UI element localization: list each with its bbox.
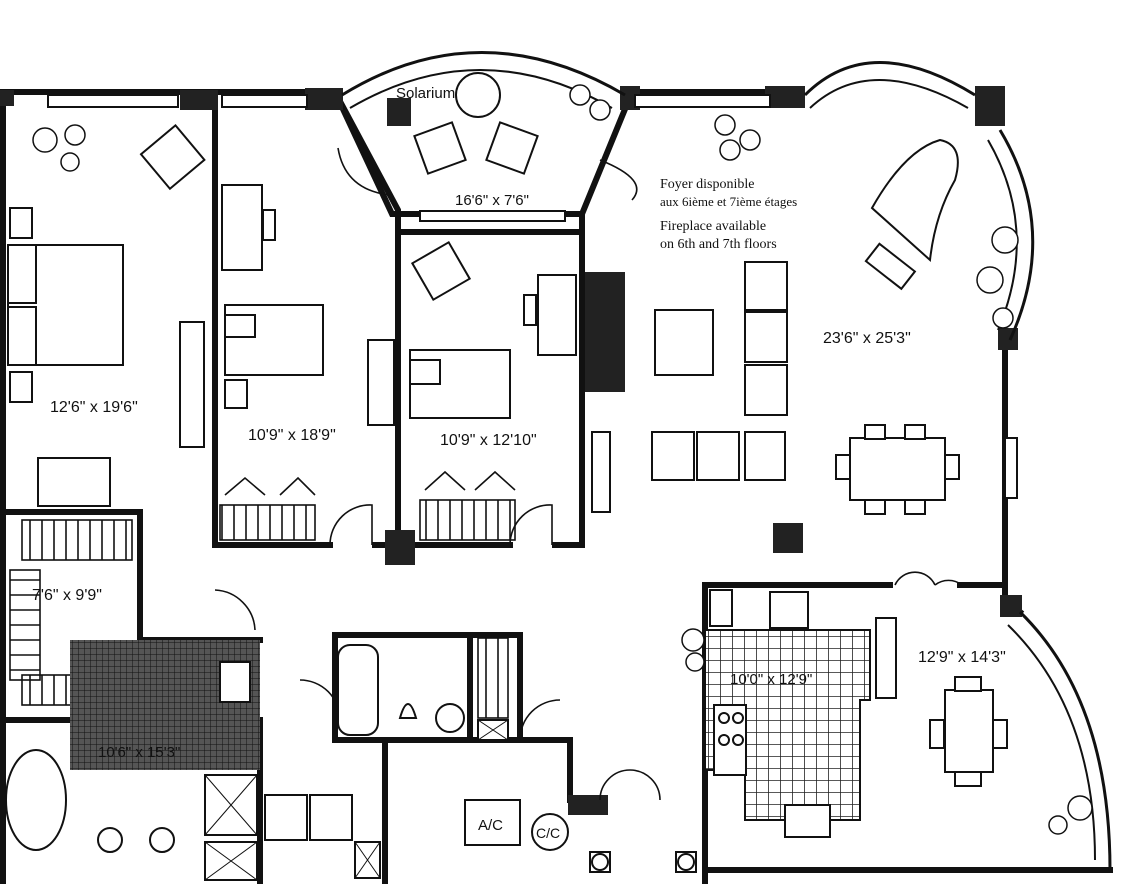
grand-piano [870,138,959,263]
living-dims: 23'6" x 25'3" [823,330,911,347]
furniture [5,72,1008,881]
room-labels: Solarium 16'6" x 7'6" 12'6" x 19'6" 10'9… [32,85,1006,761]
bedroom-2-dims: 10'9" x 18'9" [248,427,336,444]
cc-label: C/C [536,825,560,841]
closets [9,470,516,719]
walk-in-closet-dims: 7'6" x 9'9" [32,587,102,604]
kitchen-dims: 10'0" x 12'9" [730,671,812,688]
master-bath-dims: 10'6" x 15'3" [98,744,180,761]
bedroom-3-dims: 10'9" x 12'10" [440,432,537,449]
fireplace-note: Foyer disponible aux 6ième et 7ième étag… [660,177,797,252]
windows [47,51,1112,871]
cc-unit [531,813,569,851]
plants [32,84,1093,835]
solarium-dims: 16'6" x 7'6" [455,192,529,209]
dining-nook-dims: 12'9" x 14'3" [918,649,1006,666]
note-fr-line1: Foyer disponible [660,177,755,192]
note-fr-line2: aux 6ième et 7ième étages [660,194,797,209]
master-bedroom-dims: 12'6" x 19'6" [50,399,138,416]
solarium-name: Solarium [396,85,455,102]
ac-unit [464,799,521,846]
columns [0,86,1022,815]
nook-table [944,689,994,773]
dining-table [849,437,946,501]
note-en-line1: Fireplace available [660,219,766,234]
ac-label: A/C [478,817,503,834]
note-en-line2: on 6th and 7th floors [660,237,777,252]
coffee-table [654,309,714,376]
soaker-tub [5,749,67,851]
